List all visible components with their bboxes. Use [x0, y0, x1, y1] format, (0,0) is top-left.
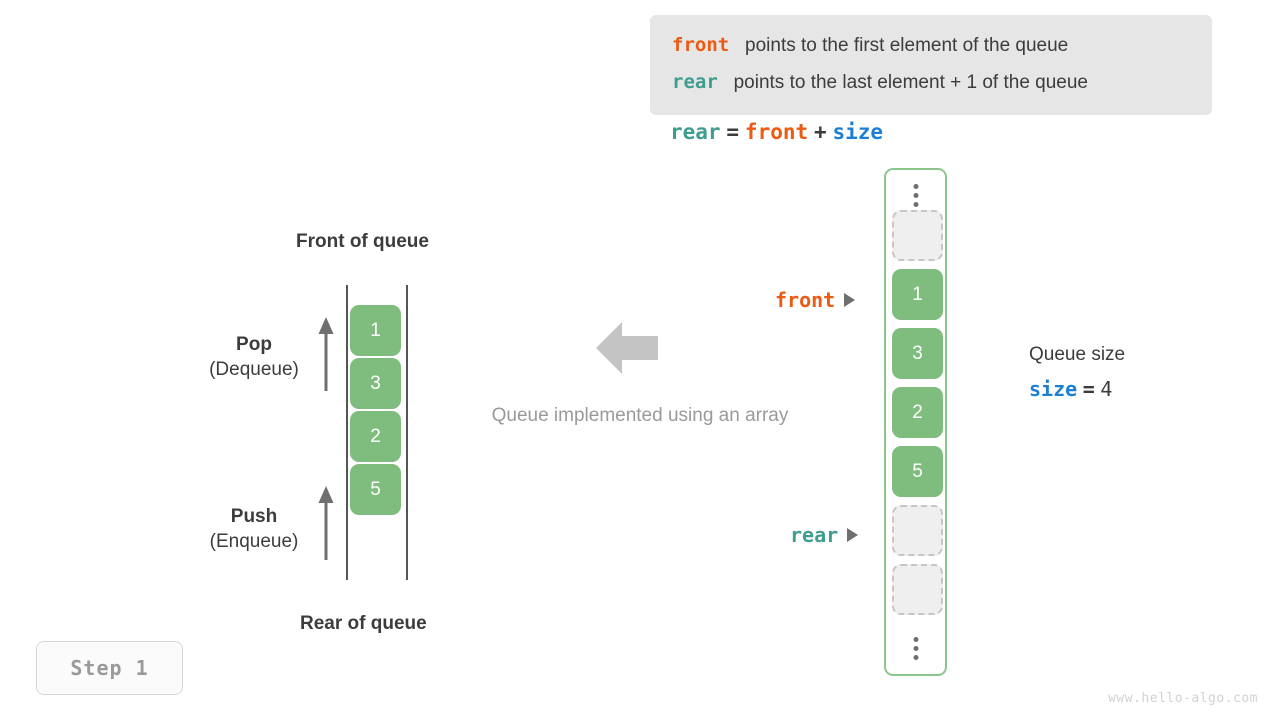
pop-operation-label: Pop (Dequeue): [190, 334, 318, 381]
queue-rail-left: [346, 285, 348, 580]
push-title: Push: [230, 506, 278, 527]
formula-term-size: size: [832, 120, 884, 144]
queue-size-expression: size = 4: [1029, 377, 1125, 402]
vertical-ellipsis-icon: [913, 637, 918, 660]
array-slot-empty: [892, 210, 943, 261]
queue-size-equals: =: [1082, 377, 1095, 401]
pop-subtitle: (Dequeue): [209, 359, 299, 380]
pop-title: Pop: [236, 334, 272, 355]
step-badge: Step 1: [36, 641, 183, 695]
array-slot-empty: [892, 564, 943, 615]
queue-size-value: 4: [1100, 377, 1113, 401]
queue-size-title: Queue size: [1029, 344, 1126, 365]
rear-pointer-label: rear: [790, 523, 859, 547]
front-pointer-label: front: [775, 288, 856, 312]
formula-term-front: front: [744, 120, 809, 144]
array-slot-filled: 1: [892, 269, 943, 320]
formula-rear-equals-front-plus-size: rear = front + size: [670, 120, 883, 145]
array-container: 1 3 2 5: [884, 168, 947, 676]
rear-pointer-text: rear: [790, 523, 839, 547]
legend-text-front: points to the first element of the queue: [745, 35, 1069, 56]
array-slot-filled: 2: [892, 387, 943, 438]
pop-direction-arrow-icon: [318, 317, 334, 391]
vertical-ellipsis-icon: [913, 184, 918, 207]
legend-keyword-rear: rear: [672, 71, 718, 93]
front-of-queue-label: Front of queue: [296, 231, 429, 252]
queue-rail-right: [406, 285, 408, 580]
legend-box: front points to the first element of the…: [650, 15, 1212, 115]
formula-term-rear: rear: [670, 120, 721, 144]
queue-cell: 2: [350, 411, 401, 462]
queue-size-variable: size: [1029, 377, 1078, 401]
watermark: www.hello-algo.com: [1108, 691, 1258, 706]
array-slot-filled: 5: [892, 446, 943, 497]
queue-cell: 5: [350, 464, 401, 515]
left-arrow-icon: [596, 322, 658, 374]
legend-line-rear: rear points to the last element + 1 of t…: [672, 64, 1190, 101]
pointer-arrowhead-icon: [844, 293, 856, 307]
queue-cell: 3: [350, 358, 401, 409]
array-slot-empty: [892, 505, 943, 556]
legend-keyword-front: front: [672, 34, 730, 56]
formula-operator-plus: +: [813, 120, 827, 144]
front-pointer-text: front: [775, 288, 836, 312]
formula-operator-equals: =: [726, 120, 740, 144]
legend-line-front: front points to the first element of the…: [672, 27, 1190, 64]
array-slot-filled: 3: [892, 328, 943, 379]
pointer-arrowhead-icon: [847, 528, 859, 542]
center-caption: Queue implemented using an array: [491, 405, 789, 426]
push-direction-arrow-icon: [318, 486, 334, 560]
rear-of-queue-label: Rear of queue: [300, 613, 427, 634]
queue-size-info: Queue size size = 4: [1029, 344, 1125, 402]
legend-text-rear: points to the last element + 1 of the qu…: [733, 72, 1088, 93]
push-subtitle: (Enqueue): [209, 531, 299, 552]
queue-cell: 1: [350, 305, 401, 356]
push-operation-label: Push (Enqueue): [190, 506, 318, 553]
